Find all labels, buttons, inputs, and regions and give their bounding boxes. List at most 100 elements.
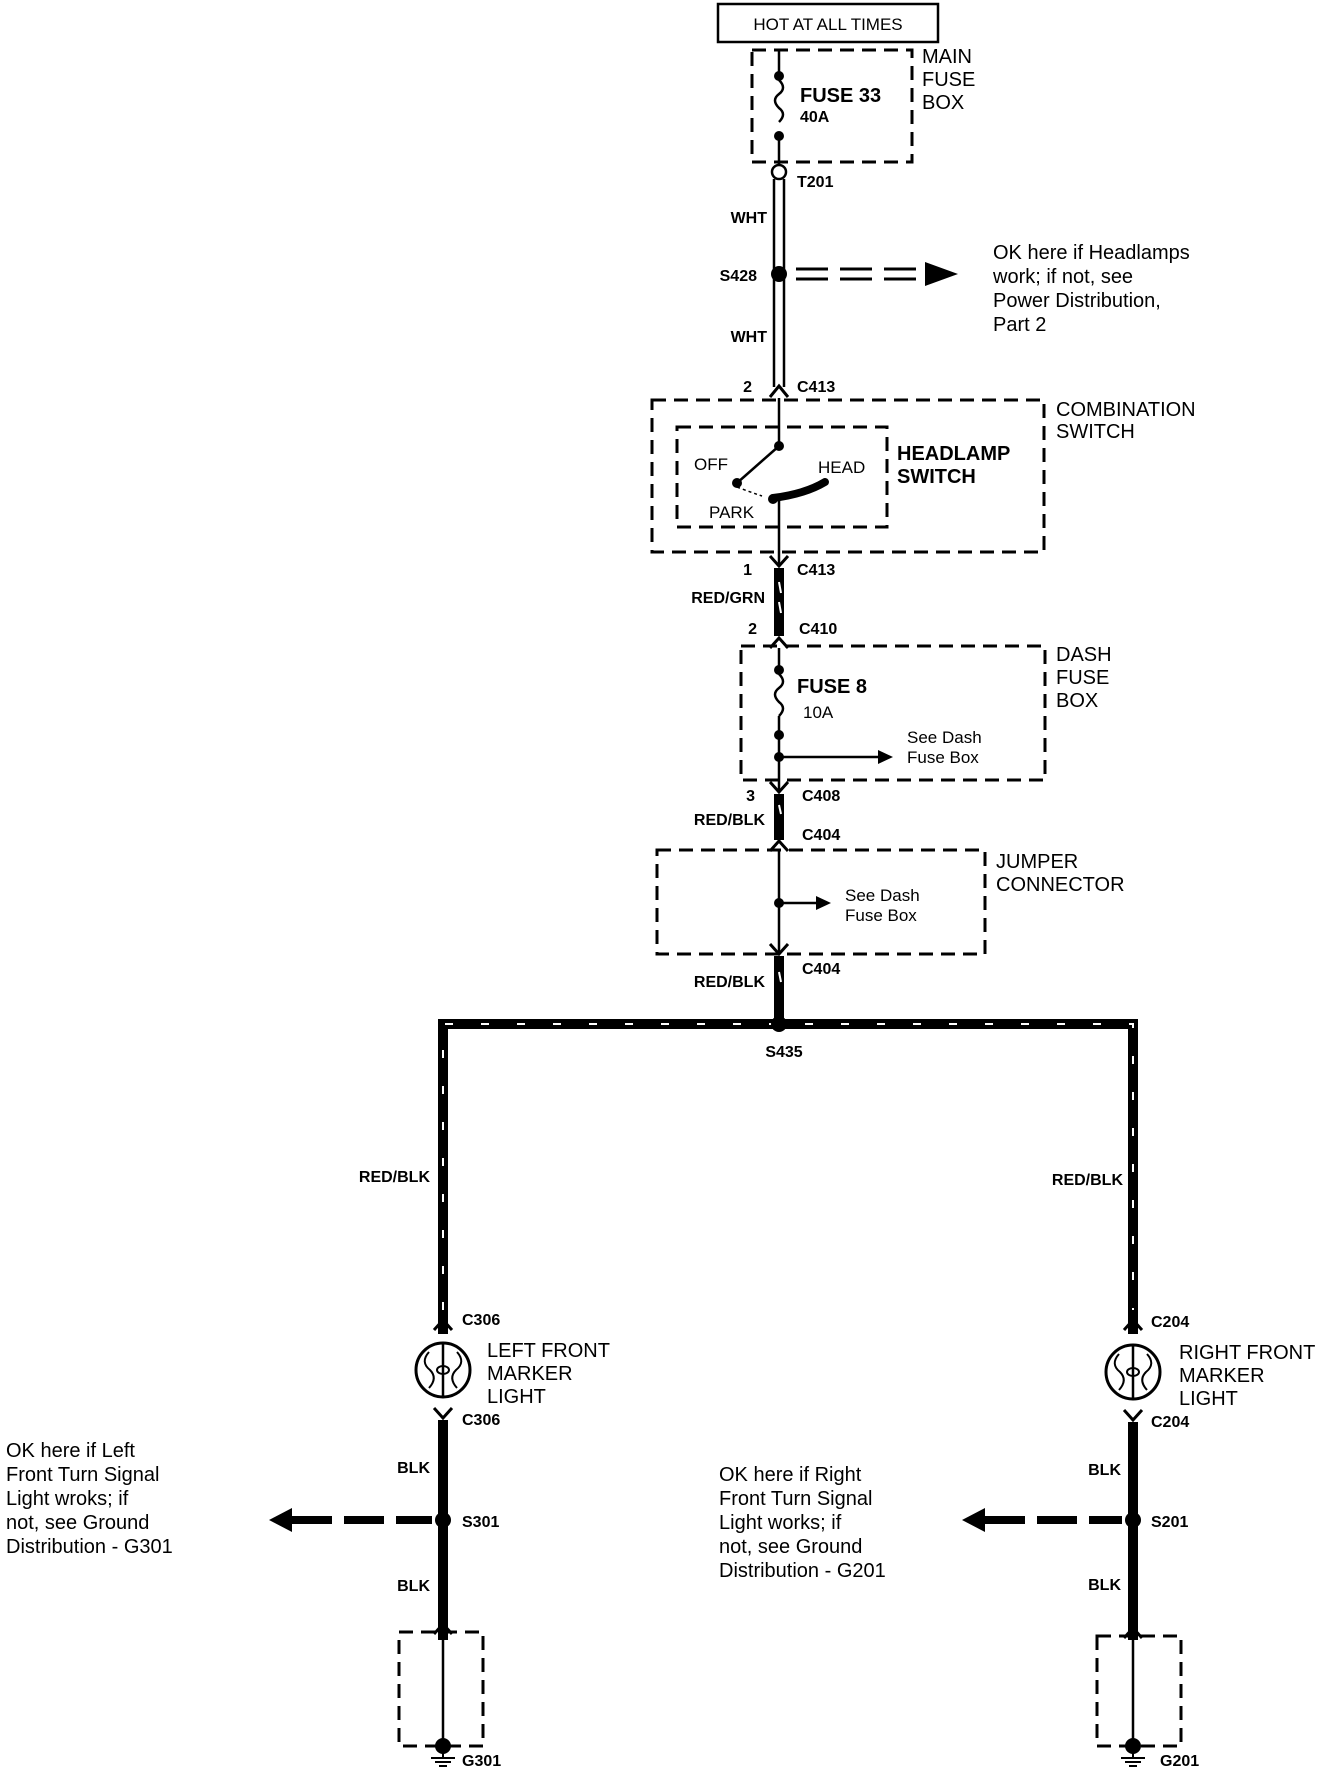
wire-red-grn: [774, 568, 784, 636]
connector-c410: 2 C410: [748, 621, 837, 650]
wire-blk-left-upper-label: BLK: [397, 1460, 430, 1477]
connector-c413-bottom: 1 C413: [743, 554, 835, 579]
headlamps-note-3: Power Distribution,: [993, 290, 1161, 312]
switch-position-off: OFF: [694, 455, 728, 474]
headlamps-note-1: OK here if Headlamps: [993, 242, 1190, 264]
splice-s301-label: S301: [462, 1514, 499, 1531]
c306-top-label: C306: [462, 1312, 500, 1329]
c306-bottom-label: C306: [462, 1412, 500, 1429]
switch-position-head: HEAD: [818, 458, 865, 477]
c408-pin-3: 3: [746, 788, 755, 805]
jumper-wire: [774, 850, 831, 954]
splice-s428-label: S428: [720, 268, 757, 285]
c413-pin-2: 2: [743, 379, 752, 396]
fuse-33-label: FUSE 33: [800, 85, 881, 107]
main-fuse-box-name-2: FUSE: [922, 69, 975, 91]
wire-red-blk-a: [774, 794, 784, 840]
fuse-8-rating: 10A: [803, 703, 834, 722]
left-front-marker-light: [414, 1310, 472, 1421]
jumper-see-fuse-box-1: See Dash: [845, 886, 920, 905]
left-turn-note-3: Light wroks; if: [6, 1488, 129, 1510]
right-turn-note-1: OK here if Right: [719, 1464, 862, 1486]
main-fuse-box-name-3: BOX: [922, 92, 964, 114]
dash-fuse-box-name-1: DASH: [1056, 644, 1112, 666]
connector-c408: 3 C408: [746, 780, 840, 805]
c408-label: C408: [802, 788, 840, 805]
wire-red-blk-branch: [438, 1019, 1138, 1310]
switch-position-park: PARK: [709, 503, 755, 522]
terminal-t201-label: T201: [797, 174, 834, 191]
right-marker-name-1: RIGHT FRONT: [1179, 1342, 1315, 1364]
splice-s301: [435, 1512, 451, 1528]
left-marker-name-1: LEFT FRONT: [487, 1340, 610, 1362]
wire-blk-right-lower-label: BLK: [1088, 1577, 1121, 1594]
c410-label: C410: [799, 621, 837, 638]
main-fuse-box: FUSE 33 40A MAIN FUSE BOX: [750, 46, 975, 168]
wire-wht-upper-label: WHT: [731, 210, 768, 227]
main-fuse-box-outline: [750, 48, 914, 164]
connector-c413-top: 2 C413: [743, 379, 835, 398]
terminal-t201: [770, 163, 788, 181]
left-turn-note-4: not, see Ground: [6, 1512, 149, 1534]
c404-bottom-label: C404: [802, 961, 840, 978]
left-turn-note-5: Distribution - G301: [6, 1536, 173, 1558]
dash-see-fuse-box-2: Fuse Box: [907, 748, 979, 767]
wire-red-blk-a-label: RED/BLK: [694, 812, 766, 829]
c204-top-label: C204: [1151, 1314, 1189, 1331]
dash-fuse-box-name-3: BOX: [1056, 690, 1098, 712]
wire-red-blk-right-label: RED/BLK: [1052, 1172, 1124, 1189]
power-source-label: HOT AT ALL TIMES: [753, 15, 902, 34]
connector-c404-top: C404: [768, 827, 840, 853]
left-marker-name-3: LIGHT: [487, 1386, 546, 1408]
right-turn-note-4: not, see Ground: [719, 1536, 862, 1558]
wire-red-blk-left-label: RED/BLK: [359, 1169, 431, 1186]
splice-s201: [1125, 1512, 1141, 1528]
right-front-marker-light: [1104, 1310, 1162, 1423]
fuse-8-symbol: [773, 648, 893, 792]
jumper-connector-name-1: JUMPER: [996, 851, 1078, 873]
c413-top-label: C413: [797, 379, 835, 396]
fuse-33-rating: 40A: [800, 109, 830, 126]
right-turn-note-5: Distribution - G201: [719, 1560, 886, 1582]
jumper-see-fuse-box-2: Fuse Box: [845, 906, 917, 925]
c204-bottom-label: C204: [1151, 1414, 1189, 1431]
headlamp-switch-mechanism: [732, 398, 829, 566]
left-turn-note-2: Front Turn Signal: [6, 1464, 159, 1486]
jumper-connector-outline: [655, 848, 987, 956]
left-turn-note-1: OK here if Left: [6, 1440, 135, 1462]
ground-g301: [397, 1621, 485, 1767]
left-marker-name-2: MARKER: [487, 1363, 573, 1385]
headlamps-branch-arrow: [796, 262, 958, 286]
right-turn-note-2: Front Turn Signal: [719, 1488, 872, 1510]
wire-blk-right-upper-label: BLK: [1088, 1462, 1121, 1479]
c413-bottom-label: C413: [797, 562, 835, 579]
splice-s435: [771, 1016, 787, 1032]
wire-red-grn-label: RED/GRN: [691, 590, 765, 607]
right-marker-name-3: LIGHT: [1179, 1388, 1238, 1410]
headlamps-note-4: Part 2: [993, 314, 1046, 336]
wire-wht-lower-label: WHT: [731, 329, 768, 346]
ground-g201-label: G201: [1160, 1753, 1199, 1768]
headlamp-switch-name-1: HEADLAMP: [897, 443, 1010, 465]
dash-fuse-box-name-2: FUSE: [1056, 667, 1109, 689]
c413-pin-1: 1: [743, 562, 752, 579]
right-turn-note-3: Light works; if: [719, 1512, 842, 1534]
splice-s201-label: S201: [1151, 1514, 1188, 1531]
dash-fuse-box-outline: [739, 644, 1047, 782]
ground-g201: [1095, 1625, 1183, 1767]
main-fuse-box-name-1: MAIN: [922, 46, 972, 68]
combination-switch-name-1: COMBINATION: [1056, 399, 1196, 421]
s201-ground-branch-arrow: [962, 1508, 1122, 1532]
fuse-33-symbol: [773, 79, 785, 123]
connector-c404-bottom: C404: [768, 942, 840, 978]
wire-wht: [772, 179, 786, 387]
headlamps-note-2: work; if not, see: [992, 266, 1133, 288]
s301-ground-branch-arrow: [269, 1508, 432, 1532]
headlamp-switch-name-2: SWITCH: [897, 466, 976, 488]
combination-switch-outline: [650, 398, 1046, 554]
hot-at-all-times-box: HOT AT ALL TIMES: [716, 2, 940, 44]
splice-s428: [771, 266, 787, 282]
jumper-connector-name-2: CONNECTOR: [996, 874, 1125, 896]
